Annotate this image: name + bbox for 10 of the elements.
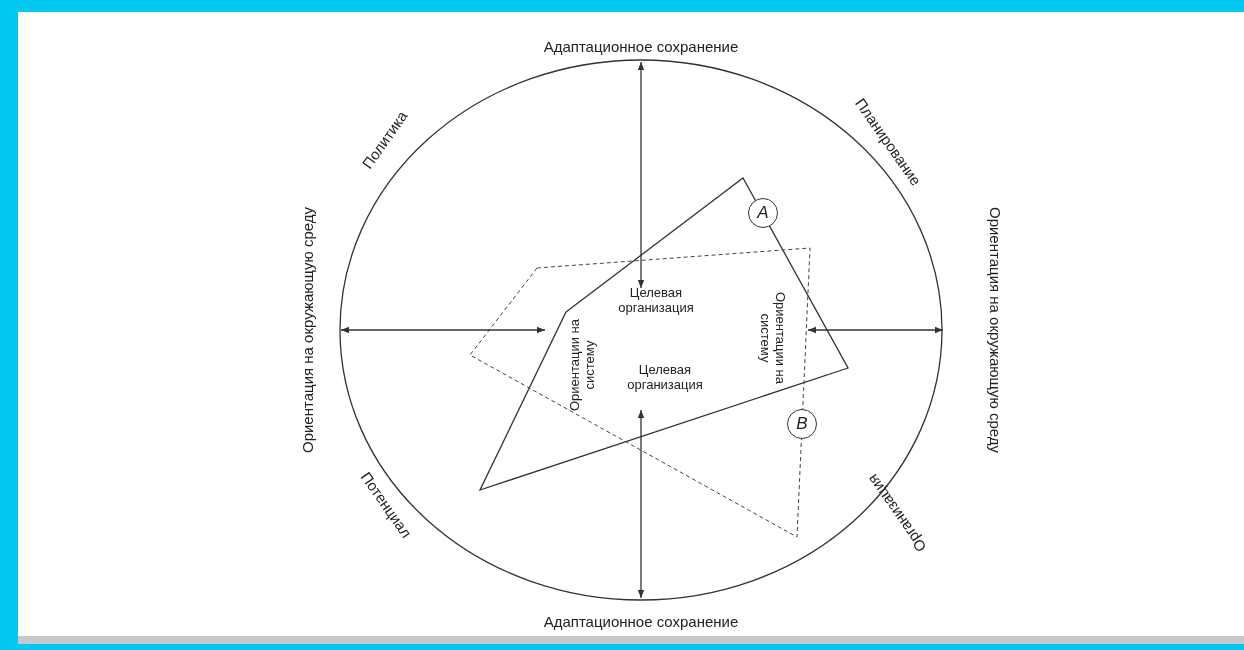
axis-label: Целевая организация — [617, 285, 695, 315]
axis-label: Ориентация на окружающую среду — [986, 206, 1004, 455]
axis-label: Ориентации на систему — [567, 318, 597, 414]
axis-label: Ориентация на окружающую среду — [299, 206, 317, 455]
axis-label: Ориентации на систему — [758, 290, 788, 386]
axis-label: Целевая организация — [626, 362, 704, 392]
axis-label: Адаптационное сохранение — [542, 38, 740, 56]
circle-marker: B — [787, 409, 817, 439]
circle-marker: A — [748, 198, 778, 228]
axis-label: Адаптационное сохранение — [542, 613, 740, 631]
